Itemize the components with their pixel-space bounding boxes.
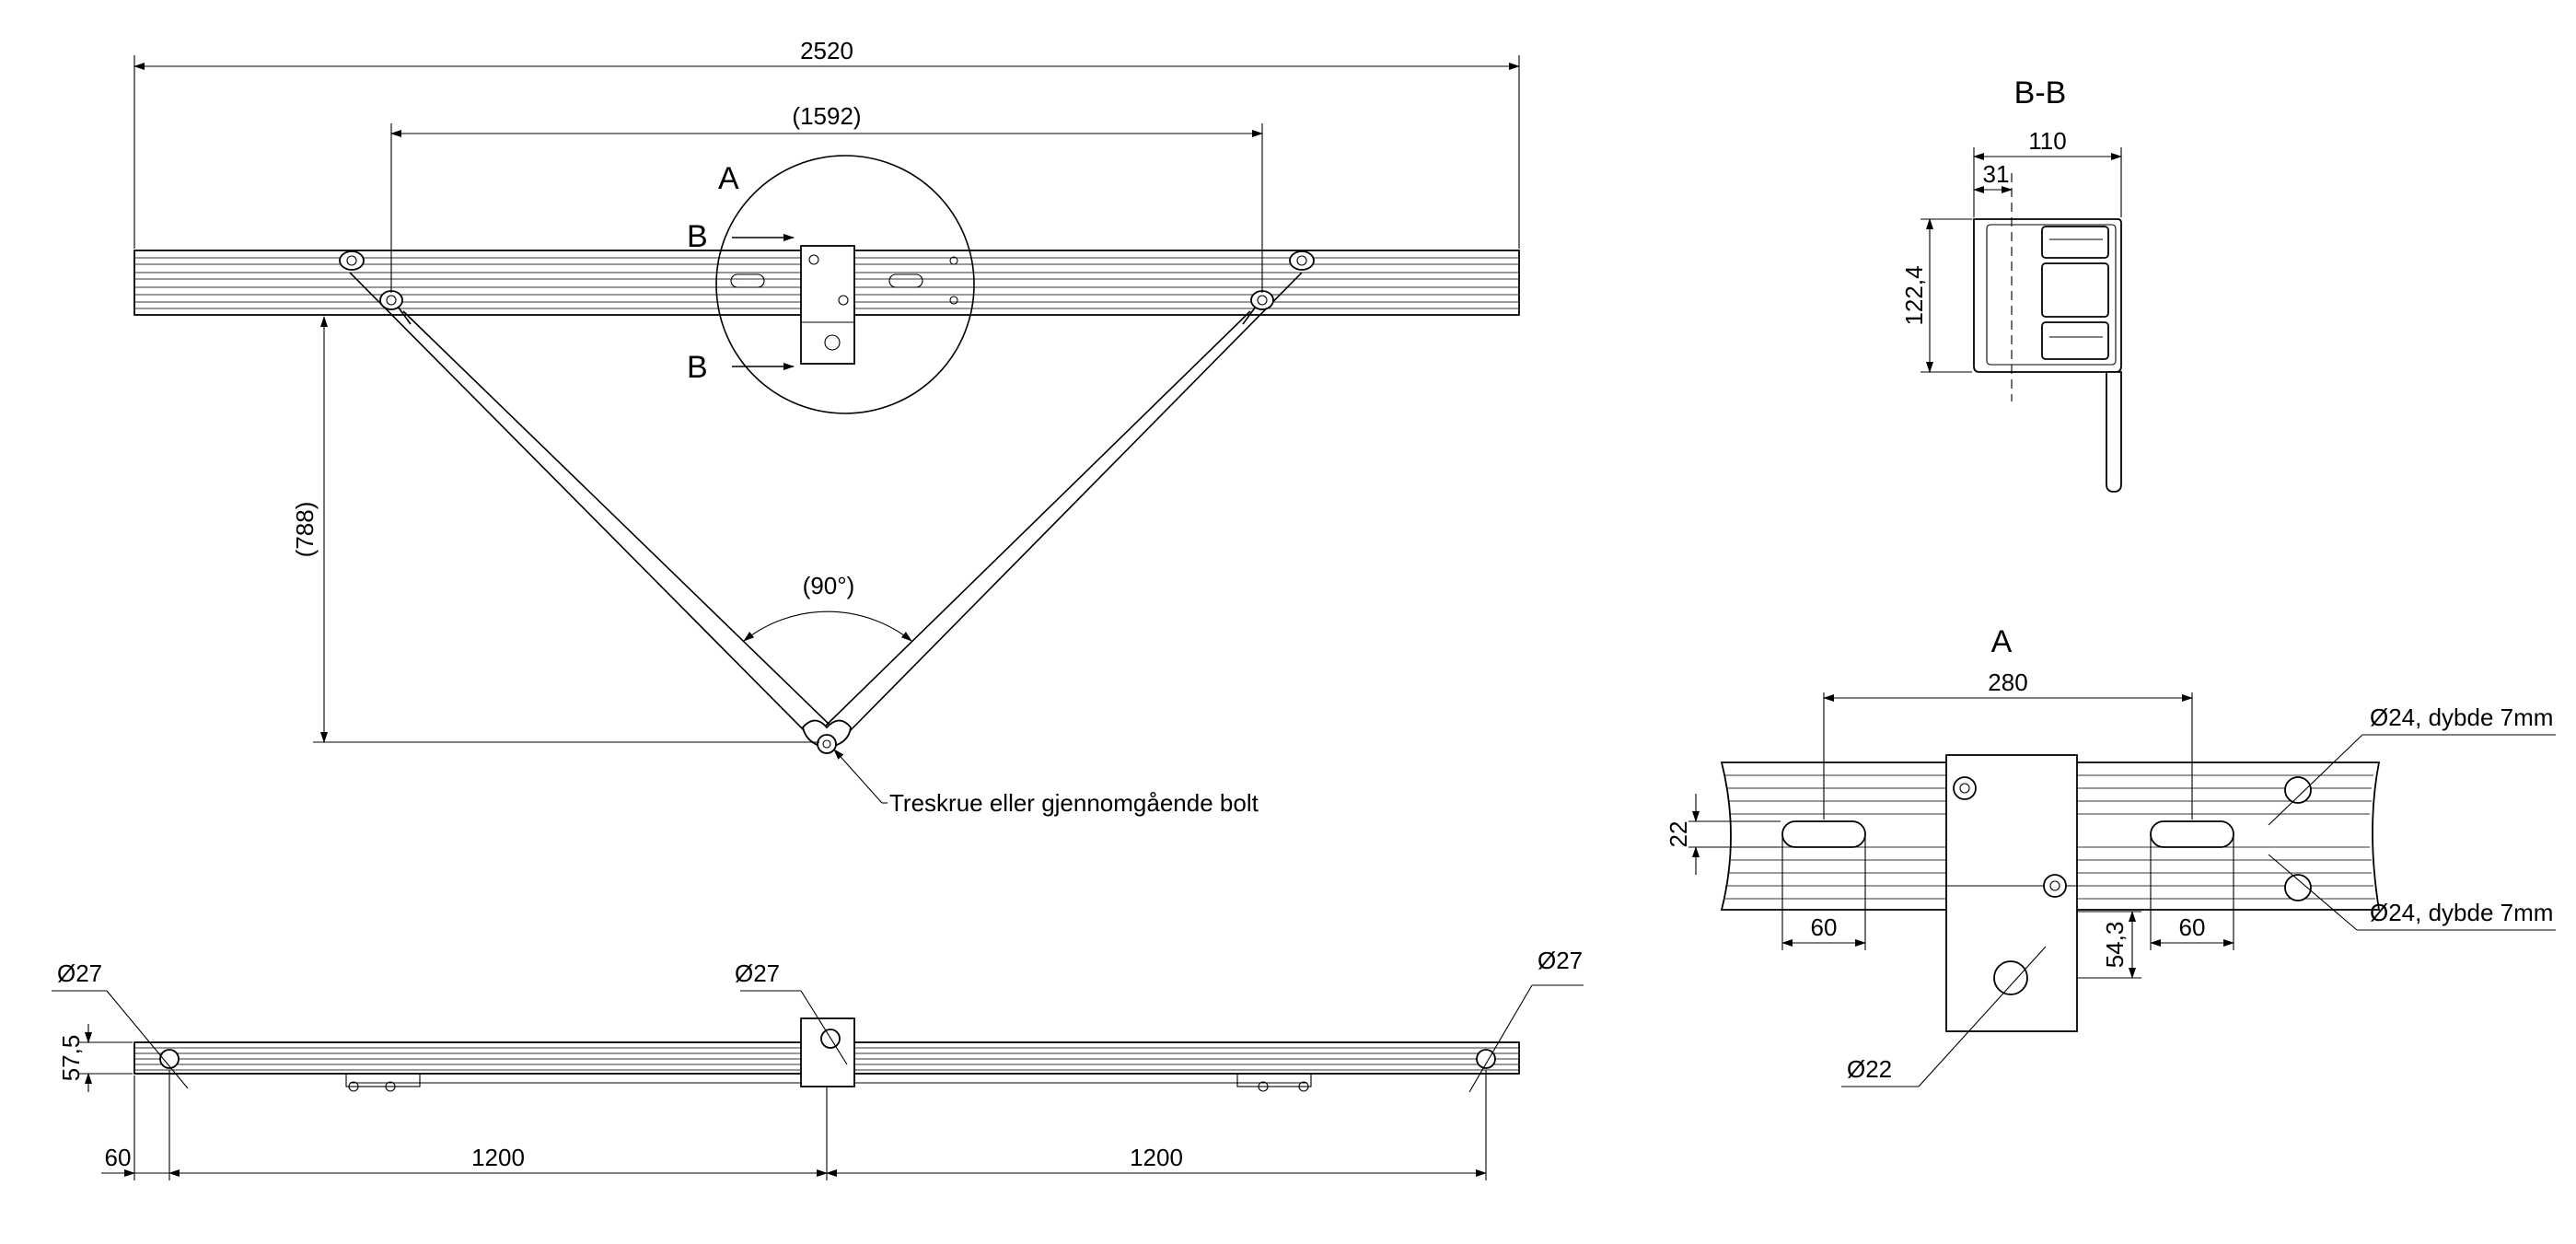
front-height-label: 57,5 bbox=[57, 1035, 85, 1082]
section-bb-view: B-B 110 31 122,4 bbox=[1900, 76, 2122, 493]
right-strut bbox=[825, 250, 1315, 738]
section-offset-label: 31 bbox=[1983, 160, 2010, 188]
front-view: Ø27 Ø27 Ø27 57,5 60 1200 1200 bbox=[52, 947, 1584, 1180]
section-bb-title: B-B bbox=[2014, 76, 2067, 110]
overall-length-dimension: 2520 bbox=[133, 37, 1520, 249]
strut-depth-dimension: (788) bbox=[291, 316, 819, 743]
spacing-right-label: 1200 bbox=[1130, 1144, 1183, 1171]
slot-length-left-label: 60 bbox=[1811, 913, 1838, 941]
fastener-leader: Treskrue eller gjennomgående bolt bbox=[833, 749, 1259, 817]
hole-right-note: Ø27 bbox=[1537, 947, 1583, 974]
hole-left-note: Ø27 bbox=[57, 959, 102, 987]
detail-a-title: A bbox=[1991, 624, 2013, 659]
section-ref-lower-label: B bbox=[687, 350, 708, 385]
strut-angle-label: (90°) bbox=[803, 572, 855, 599]
section-ref-upper-label: B bbox=[687, 219, 708, 254]
left-strut bbox=[339, 250, 831, 738]
strut-junction bbox=[802, 719, 852, 754]
end-offset-label: 60 bbox=[105, 1144, 132, 1171]
counterbore-upper-note: Ø24, dybde 7mm bbox=[2370, 703, 2553, 731]
slot-height-label: 22 bbox=[1665, 821, 1692, 848]
top-view: A B B 2520 (1592) (788) (90°) bbox=[133, 37, 1520, 817]
spacing-left-label: 1200 bbox=[471, 1144, 525, 1171]
section-height-label: 122,4 bbox=[1900, 265, 1928, 325]
strut-span-label: (1592) bbox=[792, 102, 861, 130]
detail-ref-label: A bbox=[718, 161, 739, 196]
section-width-label: 110 bbox=[2028, 127, 2066, 155]
hole-offset-label: 54,3 bbox=[2101, 922, 2129, 969]
strut-angle-dimension: (90°) bbox=[743, 572, 912, 642]
counterbore-lower-note: Ø24, dybde 7mm bbox=[2370, 899, 2553, 926]
slot-spacing-label: 280 bbox=[1988, 669, 2027, 696]
detail-a-callout bbox=[715, 155, 975, 414]
detail-a-view: A 280 22 bbox=[1665, 624, 2556, 1087]
fastener-note: Treskrue eller gjennomgående bolt bbox=[889, 789, 1259, 817]
strut-depth-label: (788) bbox=[291, 502, 319, 558]
overall-length-label: 2520 bbox=[800, 37, 853, 64]
slot-length-right-label: 60 bbox=[2179, 913, 2206, 941]
strut-span-dimension: (1592) bbox=[390, 102, 1263, 293]
hole-center-note: Ø27 bbox=[735, 959, 780, 987]
hole-diameter-note: Ø22 bbox=[1847, 1055, 1892, 1083]
